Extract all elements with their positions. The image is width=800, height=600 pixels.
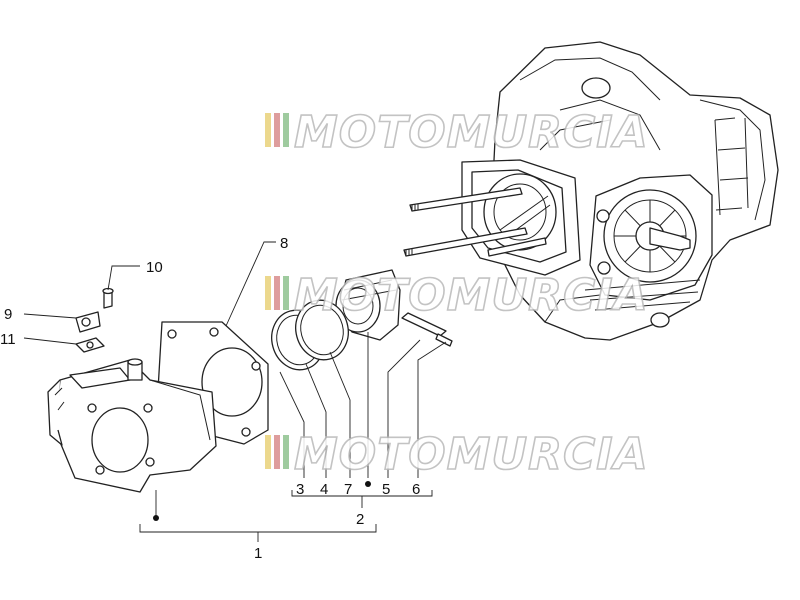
watermark-bottom: MOTOMURCIA <box>265 428 649 481</box>
piston-rings <box>271 299 349 371</box>
watermark-middle: MOTOMURCIA <box>265 269 649 322</box>
watermark-stripe-red <box>274 276 280 310</box>
watermark-stripe-red <box>274 435 280 469</box>
watermark-stripe-yellow <box>265 435 271 469</box>
callout-11: 11 <box>0 331 16 348</box>
callout-8: 8 <box>280 235 288 252</box>
assembly-dot-2 <box>365 481 371 487</box>
small-fasteners <box>75 287 114 353</box>
cylinder <box>47 358 217 493</box>
callout-1: 1 <box>254 545 262 562</box>
assembly-dot-1 <box>153 515 159 521</box>
callout-5: 5 <box>382 481 390 498</box>
watermark-text: MOTOMURCIA <box>294 270 649 321</box>
watermark-stripe-red <box>274 113 280 147</box>
watermark-text: MOTOMURCIA <box>294 107 649 158</box>
watermark-text: MOTOMURCIA <box>294 429 649 480</box>
piston-pin <box>401 312 453 347</box>
callout-10: 10 <box>146 259 163 276</box>
watermark-stripe-yellow <box>265 113 271 147</box>
callout-6: 6 <box>412 481 420 498</box>
callout-4: 4 <box>320 481 328 498</box>
watermark-top: MOTOMURCIA <box>265 106 649 159</box>
watermark-stripe-green <box>283 113 289 147</box>
piston <box>335 269 401 341</box>
callout-3: 3 <box>296 481 304 498</box>
crankcase-assembly <box>403 41 779 341</box>
callout-2: 2 <box>356 511 364 528</box>
watermark-stripe-green <box>283 276 289 310</box>
callout-7: 7 <box>344 481 352 498</box>
callout-9: 9 <box>4 306 12 323</box>
watermark-stripe-green <box>283 435 289 469</box>
watermark-stripe-yellow <box>265 276 271 310</box>
leader-lines <box>23 241 447 542</box>
